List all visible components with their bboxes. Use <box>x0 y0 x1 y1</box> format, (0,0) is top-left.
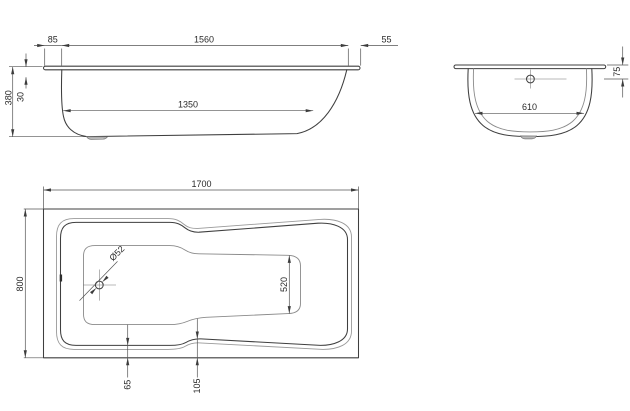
arrowhead <box>23 209 27 217</box>
end-drain-bump <box>519 135 538 140</box>
dim-overhang-left: 85 <box>34 35 63 66</box>
dim-label-1350: 1350 <box>178 100 198 110</box>
dim-lines <box>23 208 43 359</box>
dim-foot-end-width: 520 <box>279 255 291 314</box>
arrowhead <box>351 188 359 192</box>
dim-lines <box>604 46 629 98</box>
arrowhead <box>11 66 15 75</box>
arrowhead <box>621 57 625 65</box>
overflow-hole <box>514 69 567 89</box>
dim-rim-length: 1560 <box>61 35 349 66</box>
dim-label-380: 380 <box>3 90 13 105</box>
arrowhead <box>305 109 314 113</box>
dim-label-1560: 1560 <box>194 35 214 45</box>
dim-overall-height: 380 <box>3 66 43 137</box>
dim-label-drain-diameter: Ø52 <box>107 244 126 263</box>
arrowhead <box>195 331 199 339</box>
dim-overhang-right: 55 <box>360 35 398 66</box>
arrowhead <box>90 287 97 295</box>
dim-lines <box>9 66 43 137</box>
plan-rim-outer-rect <box>42 208 360 359</box>
plan-tub-top-edge-outline <box>59 221 349 346</box>
side-tub-shell-outline <box>60 69 348 138</box>
dim-overflow-offset: 75 <box>604 46 629 98</box>
dim-label-520: 520 <box>279 277 289 292</box>
arrowhead <box>24 59 28 67</box>
arrowhead <box>287 255 291 263</box>
dim-overall-length: 1700 <box>43 179 359 209</box>
dim-bottom-length: 1350 <box>63 100 314 113</box>
arrowhead <box>37 43 45 48</box>
arrowhead <box>475 111 483 115</box>
dim-lines <box>43 186 359 209</box>
dim-label-610: 610 <box>522 102 537 112</box>
side-drain-bump <box>85 136 109 140</box>
arrowhead <box>126 357 130 366</box>
plan-drain: Ø52 <box>79 244 126 301</box>
arrowhead <box>102 275 109 283</box>
dim-label-800: 800 <box>15 276 25 291</box>
dim-lines <box>34 45 63 66</box>
arrowhead <box>576 111 584 115</box>
side-view: 85 1560 55 380 30 <box>3 35 398 140</box>
dim-rim-offset-step: 105 <box>192 318 202 394</box>
dim-inner-width: 610 <box>475 102 584 115</box>
dim-label-1700: 1700 <box>191 179 211 189</box>
arrowhead <box>126 337 130 346</box>
dim-label-30: 30 <box>16 92 26 102</box>
plan-rim-inner-outline <box>56 218 352 350</box>
dim-label-105: 105 <box>192 378 202 393</box>
side-rim-profile <box>42 65 361 71</box>
drain-centerlines <box>83 269 116 301</box>
plan-view: Ø52 1700 800 520 65 <box>15 179 360 394</box>
end-rim-profile <box>453 64 607 70</box>
arrowhead <box>360 43 369 48</box>
arrowhead <box>63 109 71 113</box>
dim-label-85: 85 <box>48 35 58 45</box>
arrowhead <box>621 79 625 87</box>
arrowhead <box>23 350 27 358</box>
arrowhead <box>340 43 349 48</box>
dim-label-55: 55 <box>381 35 391 45</box>
dim-rim-offset-left: 65 <box>123 324 133 390</box>
arrowhead <box>287 306 291 314</box>
dim-rim-drop: 30 <box>16 53 28 102</box>
arrowhead <box>61 43 70 48</box>
end-view: 75 610 <box>453 46 629 140</box>
arrowhead <box>195 357 199 366</box>
drain-leader-line <box>79 261 118 301</box>
drain-circle <box>94 280 104 290</box>
dim-label-75: 75 <box>612 67 622 77</box>
plan-floor-outline <box>83 245 301 326</box>
dim-lines <box>360 45 398 66</box>
dim-overall-width: 800 <box>15 208 43 359</box>
dim-lines <box>61 45 349 66</box>
end-tub-inner-outline <box>472 68 588 133</box>
arrowhead <box>43 188 51 192</box>
arrowhead <box>24 77 28 85</box>
arrowhead <box>11 129 15 137</box>
overflow-centerlines <box>514 69 567 89</box>
dim-label-65: 65 <box>123 380 133 390</box>
overflow-circle <box>525 74 535 84</box>
